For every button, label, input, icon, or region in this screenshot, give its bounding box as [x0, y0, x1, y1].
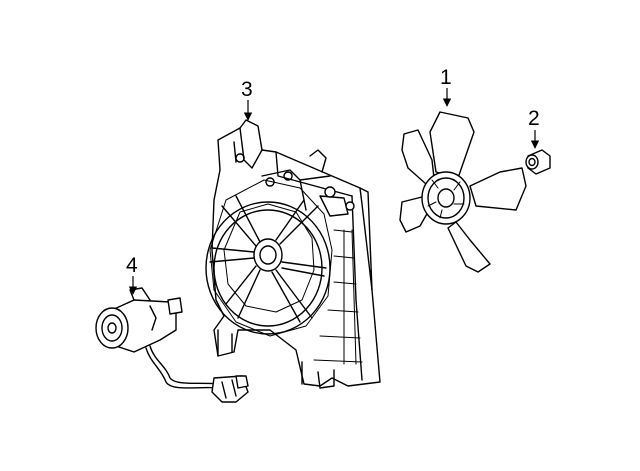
fan-motor — [95, 287, 249, 403]
fan-shroud — [205, 119, 381, 389]
callout-label-motor: 4 — [126, 254, 138, 277]
callout-label-shroud: 3 — [241, 78, 253, 101]
nut — [525, 149, 551, 175]
callout-label-fan: 1 — [440, 66, 452, 89]
fan-blade — [399, 111, 527, 273]
callout-label-nut: 2 — [528, 107, 540, 130]
callout-arrows — [128, 88, 540, 295]
